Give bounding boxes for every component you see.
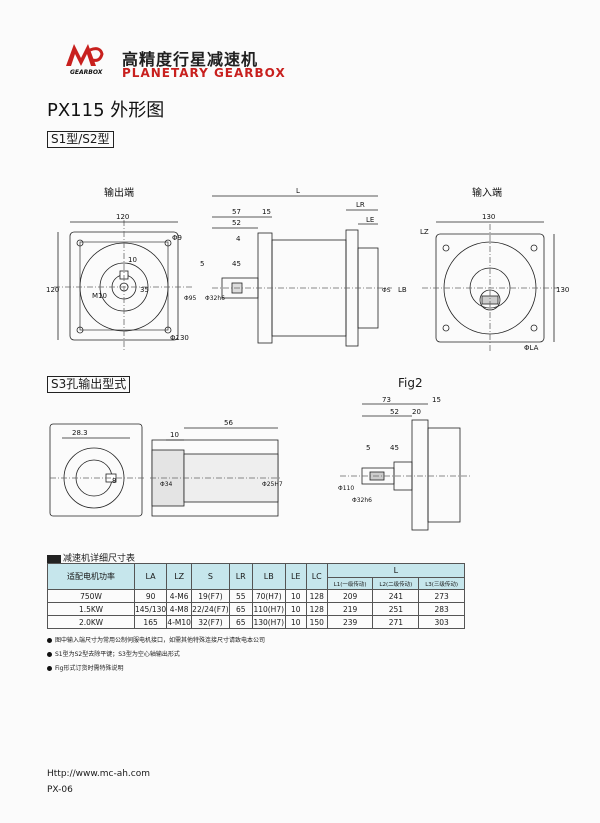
fig2-title: Fig2 bbox=[398, 376, 423, 390]
table-title-text: 减速机详细尺寸表 bbox=[63, 554, 136, 564]
dim-s3-8: 8 bbox=[112, 477, 116, 485]
dim-in-width: 130 bbox=[482, 213, 495, 221]
dim-in-height: 130 bbox=[556, 286, 569, 294]
col-motor-power: 适配电机功率 bbox=[47, 563, 135, 590]
dim-out-height: 120 bbox=[46, 286, 59, 294]
col-LE: LE bbox=[284, 563, 307, 590]
s3-section-title: S3孔输出型式 bbox=[47, 376, 131, 393]
col-LZ: LZ bbox=[166, 563, 193, 590]
note-item: Fig形式订货时需特殊说明 bbox=[47, 662, 265, 676]
label-output-end: 输出端 bbox=[104, 186, 134, 199]
dim-side-LS: ΦS bbox=[382, 287, 391, 294]
dim-side-LB: LB bbox=[398, 286, 407, 294]
dim-f2-45: 45 bbox=[390, 444, 399, 452]
dim-key-depth: 35 bbox=[140, 286, 149, 294]
dim-side-shaft: Φ32h6 bbox=[205, 295, 225, 302]
col-LB: LB bbox=[251, 563, 286, 590]
col-L: L bbox=[326, 563, 466, 578]
notes-list: 图中输入端尺寸为常用公制伺服电机接口，如需其他特殊连接尺寸请致电本公司 S1型为… bbox=[47, 634, 265, 676]
dim-out-pcd: Φ130 bbox=[170, 334, 189, 342]
dim-s3-25: Φ25H7 bbox=[262, 481, 283, 488]
footer-url[interactable]: Http://www.mc-ah.com bbox=[47, 769, 151, 779]
dim-side-4: 4 bbox=[236, 235, 241, 243]
dim-out-hole: Φ9 bbox=[172, 234, 182, 242]
dim-f2-shaft: Φ32h6 bbox=[352, 497, 372, 504]
dim-f2-5: 5 bbox=[366, 444, 370, 452]
col-LC: LC bbox=[305, 563, 328, 590]
dim-side-LR: LR bbox=[356, 201, 365, 209]
col-S: S bbox=[191, 563, 230, 590]
col-L2: L2(二级传动) bbox=[372, 577, 420, 590]
note-item: S1型为S2型去除平键；S3型为空心轴输出形式 bbox=[47, 648, 265, 662]
s3-end-square bbox=[49, 423, 143, 517]
dim-s3-bore: Φ34 bbox=[160, 481, 173, 488]
dim-s3-28: 28.3 bbox=[72, 429, 88, 437]
table-title-bullet-icon bbox=[47, 554, 61, 563]
dim-side-LE: LE bbox=[366, 216, 374, 224]
dim-f2-52: 52 bbox=[390, 408, 399, 416]
brand-logo-icon bbox=[66, 44, 104, 66]
dim-side-45: 45 bbox=[232, 260, 241, 268]
table-title: 减速机详细尺寸表 bbox=[47, 551, 135, 564]
dim-key-width: 10 bbox=[128, 256, 137, 264]
dim-in-LZ: LZ bbox=[420, 228, 429, 236]
fig2-flange bbox=[411, 419, 429, 531]
dim-f2-110: Φ110 bbox=[338, 485, 354, 492]
dim-f2-20: 20 bbox=[412, 408, 421, 416]
col-L3: L3(三级传动) bbox=[418, 577, 465, 590]
dim-f2-73: 73 bbox=[382, 396, 391, 404]
brand-name-cn: 高精度行星减速机 bbox=[122, 50, 259, 69]
dim-s3-56: 56 bbox=[224, 419, 233, 427]
note-item: 图中输入端尺寸为常用公制伺服电机接口，如需其他特殊连接尺寸请致电本公司 bbox=[47, 634, 265, 648]
bullet-icon bbox=[47, 652, 52, 657]
logo-text: GEARBOX bbox=[70, 69, 103, 76]
dim-side-L: L bbox=[296, 187, 300, 195]
dim-side-52: 52 bbox=[232, 219, 241, 227]
col-LR: LR bbox=[228, 563, 253, 590]
bullet-icon bbox=[47, 638, 52, 643]
col-LA: LA bbox=[133, 563, 168, 590]
col-L1: L1(一级传动) bbox=[326, 577, 374, 590]
page-number: PX-06 bbox=[47, 785, 73, 795]
output-bolt-holes bbox=[76, 239, 172, 334]
dim-tap: M10 bbox=[92, 292, 107, 300]
dim-side-57: 57 bbox=[232, 208, 241, 216]
dim-s3-10: 10 bbox=[170, 431, 179, 439]
type-tag: S1型/S2型 bbox=[47, 131, 114, 148]
spec-table: 适配电机功率 LA LZ S LR LB LE LC L L1(一级传动) L2… bbox=[47, 563, 466, 629]
dim-f2-15: 15 bbox=[432, 396, 441, 404]
model-title: PX115 外形图 bbox=[47, 100, 165, 121]
brand-name-en: PLANETARY GEARBOX bbox=[122, 66, 286, 80]
input-bolt-holes bbox=[442, 244, 538, 332]
dim-side-flange: Φ95 bbox=[184, 295, 197, 302]
dim-side-15: 15 bbox=[262, 208, 271, 216]
dim-in-LA: ΦLA bbox=[524, 344, 539, 352]
dim-side-5: 5 bbox=[200, 260, 204, 268]
dim-out-width: 120 bbox=[116, 213, 129, 221]
label-input-end: 输入端 bbox=[472, 186, 502, 199]
bullet-icon bbox=[47, 666, 52, 671]
